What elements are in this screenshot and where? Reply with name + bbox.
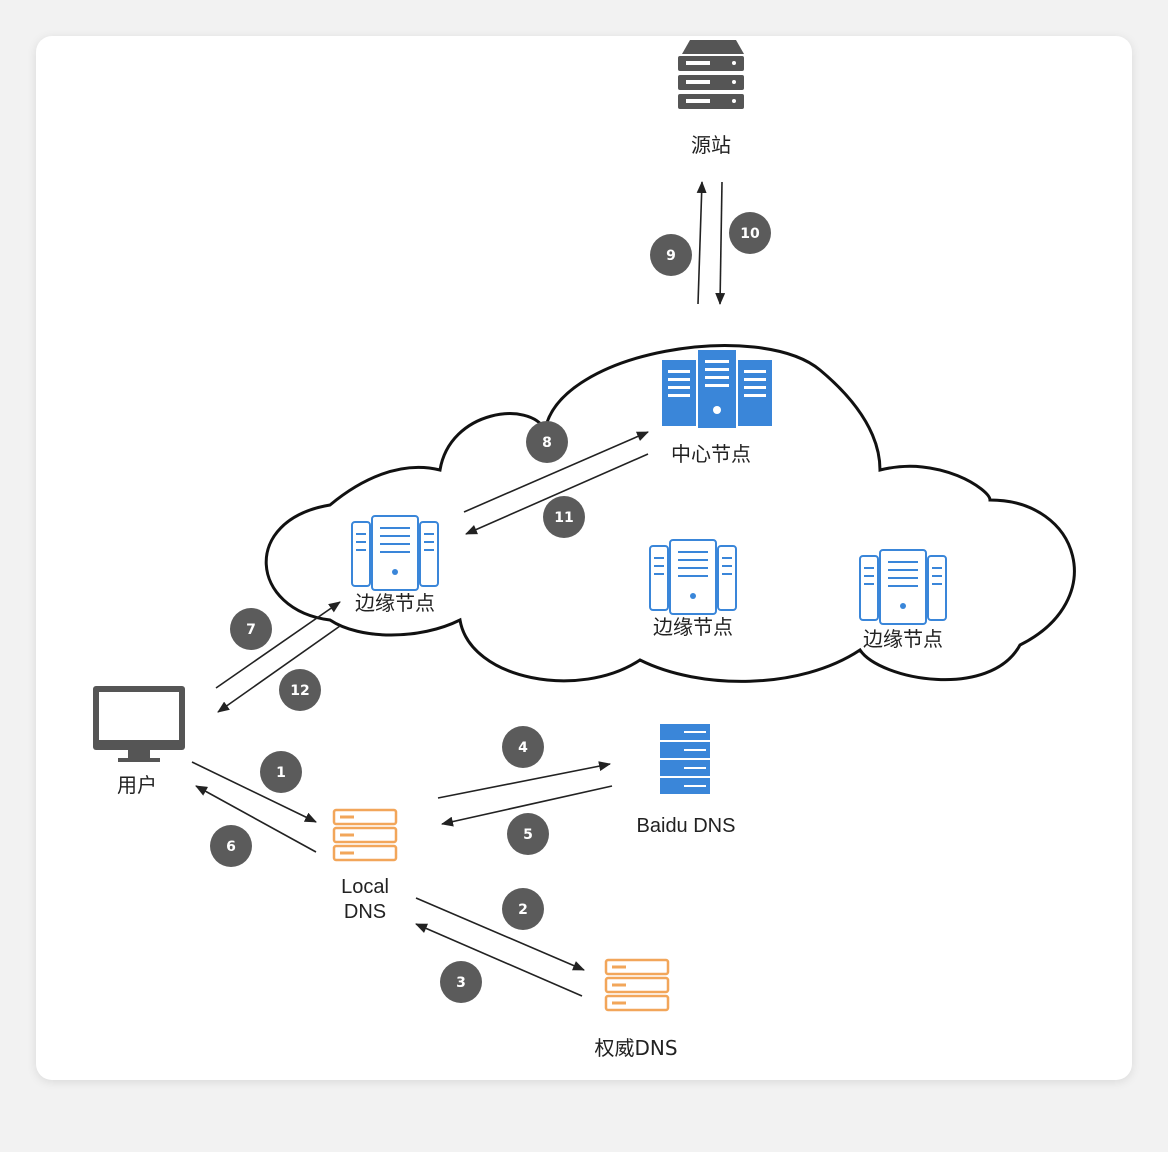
step-badge-7: 7 — [230, 608, 272, 650]
step-badge-10: 10 — [729, 212, 771, 254]
auth-dns-label: 权威DNS — [594, 1036, 677, 1060]
edge-node-label-1: 边缘节点 — [355, 591, 435, 615]
svg-text:12: 12 — [290, 683, 309, 699]
step-badge-9: 9 — [650, 234, 692, 276]
arrow-step-11 — [465, 453, 649, 535]
svg-text:2: 2 — [518, 902, 528, 918]
arrow-step-3 — [415, 923, 583, 997]
arrow-step-8 — [463, 431, 649, 513]
baidu-dns-label: Baidu DNS — [637, 815, 736, 837]
step-badge-4: 4 — [502, 726, 544, 768]
step-badge-8: 8 — [526, 421, 568, 463]
diagram-card: 源站 中心节点 边缘节点 — [36, 36, 1132, 1080]
arrow-step-9 — [696, 181, 707, 305]
svg-text:1: 1 — [276, 765, 286, 781]
svg-text:4: 4 — [518, 740, 528, 756]
local-dns-label-line1: Local — [341, 876, 389, 898]
local-dns-label-line2: DNS — [344, 901, 386, 923]
edge-server-icon-1 — [351, 515, 439, 591]
local-dns-server-icon — [332, 808, 398, 862]
user-label: 用户 — [117, 773, 157, 797]
step-badge-5: 5 — [507, 813, 549, 855]
step-badge-12: 12 — [279, 669, 321, 711]
baidu-dns-server-icon — [660, 724, 710, 794]
arrow-step-10 — [715, 181, 726, 305]
arrow-step-7 — [215, 601, 341, 689]
edge-server-icon-3 — [859, 549, 947, 625]
svg-text:9: 9 — [666, 248, 676, 264]
origin-server-icon — [678, 40, 744, 109]
arrow-step-12 — [217, 625, 341, 713]
arrow-step-6 — [195, 785, 317, 853]
arrow-step-2 — [415, 897, 585, 971]
arrow-step-1 — [191, 761, 317, 823]
arrow-step-4 — [437, 761, 611, 799]
center-server-icon — [662, 350, 772, 428]
svg-text:10: 10 — [740, 226, 760, 242]
edge-node-label-2: 边缘节点 — [653, 615, 733, 639]
svg-text:7: 7 — [246, 622, 256, 638]
svg-text:3: 3 — [456, 975, 466, 991]
svg-text:6: 6 — [226, 839, 236, 855]
step-badge-2: 2 — [502, 888, 544, 930]
edge-server-icon-2 — [649, 539, 737, 615]
step-badge-11: 11 — [543, 496, 585, 538]
edge-node-label-3: 边缘节点 — [863, 627, 943, 651]
step-badge-1: 1 — [260, 751, 302, 793]
arrow-step-5 — [441, 785, 613, 827]
monitor-icon — [93, 686, 185, 762]
auth-dns-server-icon — [604, 958, 670, 1012]
step-badge-6: 6 — [210, 825, 252, 867]
svg-text:5: 5 — [523, 827, 533, 843]
origin-label: 源站 — [691, 133, 731, 157]
center-node-label: 中心节点 — [671, 442, 751, 466]
step-badge-3: 3 — [440, 961, 482, 1003]
svg-text:11: 11 — [554, 510, 573, 526]
cdn-flow-diagram: 源站 中心节点 边缘节点 — [93, 40, 1076, 1060]
svg-text:8: 8 — [542, 435, 552, 451]
